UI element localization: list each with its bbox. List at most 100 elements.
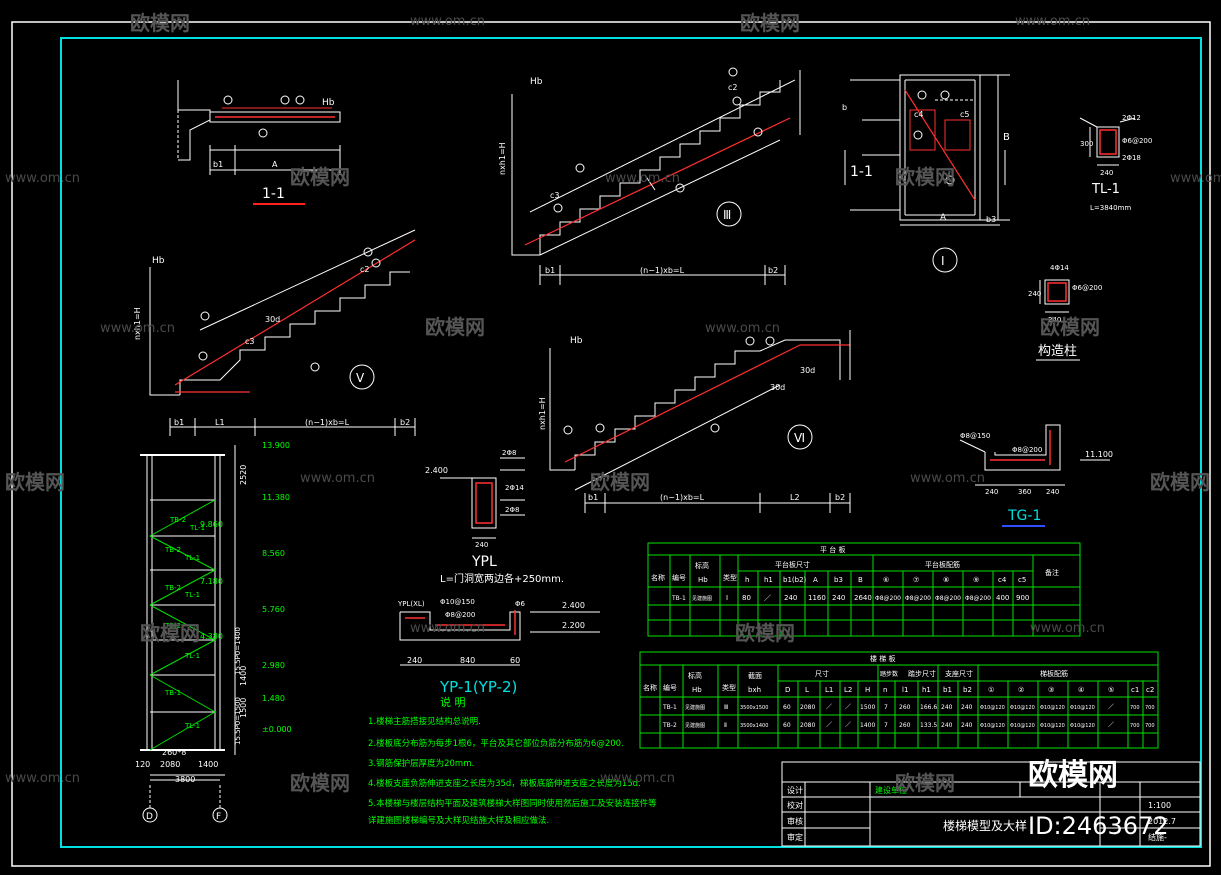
- tg1-title: TG-1: [1007, 508, 1041, 524]
- table-subheader: ③: [1048, 686, 1054, 694]
- dim-l1-v: L1: [215, 418, 225, 427]
- yp1-e1: 2.400: [562, 601, 585, 610]
- tb-row-label: 审核: [787, 816, 803, 826]
- table-subheader: L: [805, 686, 809, 694]
- table-cell: 1500: [860, 704, 875, 711]
- plan-label-1-left: 1-1: [850, 164, 873, 180]
- table-subheader: H: [865, 686, 870, 694]
- elev-dim-2: 2080: [160, 760, 180, 769]
- height-1400: 1400: [239, 666, 248, 686]
- gzz-title: 构造柱: [1038, 344, 1077, 359]
- hb-label-iii: Hb: [530, 77, 543, 87]
- watermark-url: www.om.cn: [1030, 621, 1105, 636]
- brand-logo-text: 欧模网: [1028, 758, 1118, 793]
- table-header: 截面: [748, 671, 762, 680]
- flight-label: TB-2: [169, 516, 186, 524]
- flight-label: TL-1: [184, 652, 200, 660]
- level-label: 13.900: [262, 441, 290, 450]
- level-label: 11.380: [262, 493, 290, 502]
- dim-nh-v: nxh1=H: [133, 307, 142, 340]
- watermark-url: www.om.cn: [5, 171, 80, 186]
- outer-frame: [11, 21, 1211, 867]
- table-cell: ／: [826, 722, 832, 729]
- level-label: 5.760: [262, 605, 285, 614]
- stair-spec: 260*8: [162, 748, 186, 757]
- table-cell: 260: [899, 704, 911, 711]
- table-cell: 3500x1500: [740, 705, 768, 711]
- table-cell: Φ10@120: [980, 723, 1005, 729]
- yp1-title: YP-1(YP-2): [439, 678, 517, 696]
- ypl-length: L=门洞宽两边各+250mm.: [440, 572, 564, 585]
- watermark-url: www.om.cn: [300, 471, 375, 486]
- flight-label: TL-1: [184, 722, 200, 730]
- table-subheader: ⑤: [1108, 686, 1114, 694]
- table-cell: 60: [783, 722, 791, 729]
- flight-label: TL-1: [184, 554, 200, 562]
- table-cell: ／: [826, 704, 832, 711]
- hb-label-vi: Hb: [570, 336, 583, 346]
- table-cell: 7: [884, 722, 888, 729]
- table-cell: 7: [884, 704, 888, 711]
- table-subheader: ⑧: [943, 576, 949, 584]
- table-cell: Φ10@120: [1010, 705, 1035, 711]
- table-cell: 2640: [854, 594, 872, 602]
- watermark-url: www.om.cn: [605, 171, 680, 186]
- table-cell: 900: [1016, 594, 1029, 602]
- label-30d-vi-a: 30d: [800, 366, 815, 375]
- watermark-url: www.om.cn: [5, 771, 80, 786]
- table-cell: Φ10@120: [1070, 705, 1095, 711]
- table-cell: 见建施图: [685, 722, 705, 729]
- stair-v: [149, 229, 416, 436]
- dim-l2-vi: L2: [790, 493, 800, 502]
- table-subheader: n: [883, 686, 887, 694]
- watermark-url: www.om.cn: [410, 14, 485, 29]
- table-subheader: Hb: [692, 686, 702, 694]
- ypl-title: YPL: [471, 554, 497, 570]
- stair-table-row-1: TB-1 见建施图 Ⅲ 3500x1500 60 2080 ／ ／ 1500 7…: [662, 704, 1155, 711]
- watermark-brand: 欧模网: [735, 621, 795, 645]
- notes-title: 说 明: [440, 695, 466, 709]
- label-30d-v: 30d: [265, 315, 280, 324]
- table-cell: ／: [1108, 704, 1114, 711]
- watermarks: 欧模网 www.om.cn 欧模网 www.om.cn www.om.cn 欧模…: [5, 11, 1221, 795]
- plan-label-b: B: [1003, 132, 1010, 143]
- stair-table: [639, 651, 1159, 749]
- yp1-dim-3: 60: [510, 656, 520, 665]
- platform-table: [647, 542, 1081, 637]
- table-subheader: c1: [1131, 686, 1139, 694]
- roman-v: Ⅴ: [356, 371, 365, 385]
- tl1-h: 300: [1080, 140, 1093, 148]
- flight-label: TL-1: [189, 524, 205, 532]
- note-item: 2.楼板底分布筋为每步1根6，平台及其它部位负筋分布筋为6@200.: [368, 738, 624, 749]
- table-cell: ／: [845, 722, 851, 729]
- label-c3-v: c3: [245, 337, 255, 346]
- hb-label-1: Hb: [322, 98, 335, 108]
- table-subheader: L1: [825, 686, 833, 694]
- notes-list: 1.楼梯主筋搭接见结构总说明. 2.楼板底分布筋为每步1根6，平台及其它部位负筋…: [368, 716, 657, 826]
- watermark-url: www.om.cn: [705, 321, 780, 336]
- plan-label-a: A: [940, 213, 947, 223]
- gzz-d1: 4Φ14: [1050, 264, 1069, 272]
- dim-nl-iii: (n−1)xb=L: [640, 266, 685, 275]
- table-subheader: ⑨: [973, 576, 979, 584]
- note-item: 4.楼板支座负筋伸进支座之长度为35d，梯板底筋伸进支座之长度为15d.: [368, 778, 641, 789]
- table-subheader: h1: [764, 576, 773, 584]
- tg1-d2: Φ8@200: [1012, 446, 1042, 454]
- title-1-1: 1-1: [262, 186, 285, 202]
- table-cell: Φ8@200: [965, 595, 991, 602]
- level-label: 7.180: [200, 577, 223, 586]
- tb-row-label: 校对: [787, 800, 803, 810]
- table-subheader: D: [785, 686, 790, 694]
- table-cell: Φ10@120: [980, 705, 1005, 711]
- watermark-brand: 欧模网: [140, 621, 200, 645]
- table-cell: 260: [899, 722, 911, 729]
- table-cell: 1160: [808, 594, 826, 602]
- plan-label-b-small: b: [842, 103, 847, 112]
- table-subheader: L2: [844, 686, 852, 694]
- tl1-section: [1079, 117, 1136, 166]
- table-cell: 3500x1400: [740, 723, 768, 729]
- ypl-section: [440, 457, 525, 539]
- yp1-section: [399, 610, 600, 666]
- flight-label: TB-1: [164, 689, 181, 697]
- table-subheader: l1: [902, 686, 908, 694]
